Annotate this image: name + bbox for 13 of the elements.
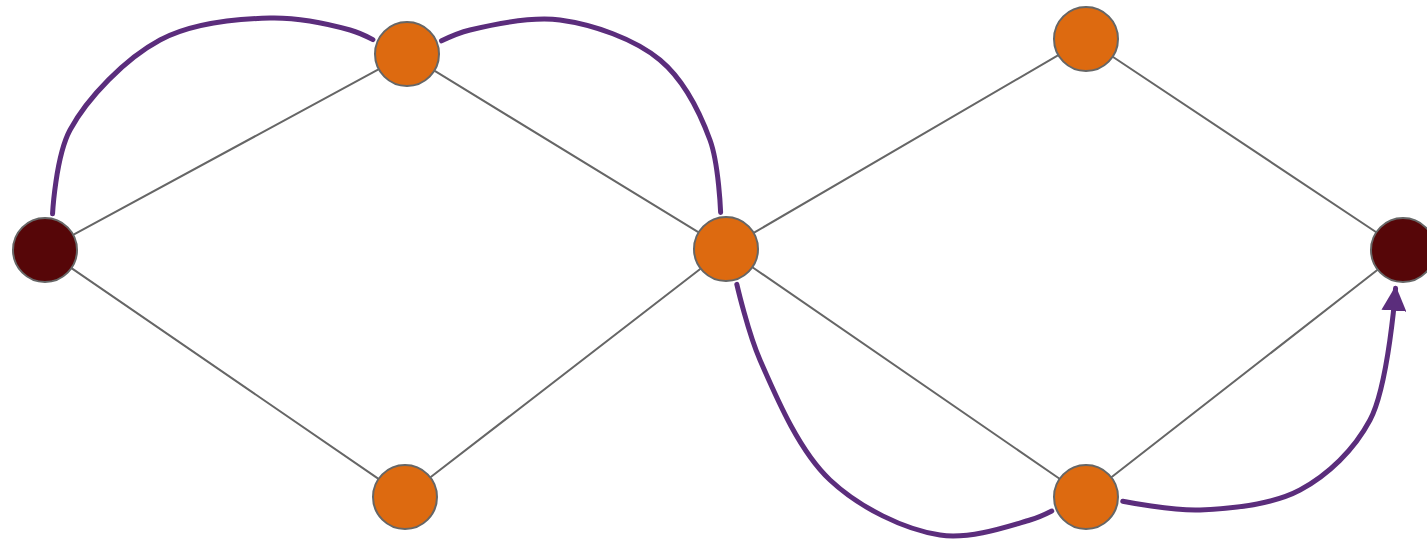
connector-line [73, 68, 379, 236]
connector-line [430, 268, 701, 478]
connector-line [71, 267, 379, 480]
connector-line [734, 281, 1055, 539]
connector-line [1112, 56, 1377, 233]
connector-line [434, 70, 699, 233]
connector-line [752, 266, 1060, 480]
circle-node [1370, 217, 1427, 283]
connector-line [50, 15, 376, 217]
connector-line [753, 54, 1059, 234]
connector-line [439, 16, 724, 215]
arrow [1120, 285, 1407, 513]
connector-line [1111, 269, 1378, 478]
